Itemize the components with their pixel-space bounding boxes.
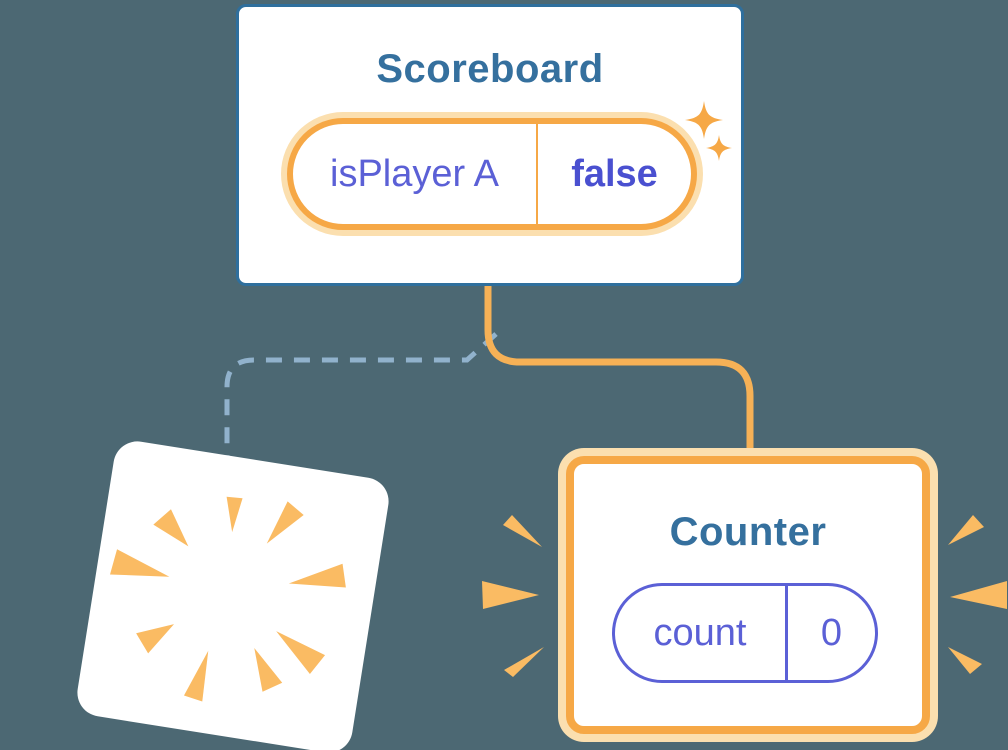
state-value: false xyxy=(571,152,658,195)
scoreboard-card: Scoreboard isPlayer A false xyxy=(236,4,744,286)
counter-state-pill: count 0 xyxy=(612,583,878,683)
state-name: count xyxy=(653,611,747,654)
scoreboard-state-pill: isPlayer A false xyxy=(287,118,697,230)
poof-burst-icon xyxy=(110,496,346,702)
emphasis-marks-icon xyxy=(948,515,1007,674)
state-name: isPlayer A xyxy=(330,152,499,195)
pill-divider xyxy=(536,124,538,224)
counter-title: Counter xyxy=(669,510,827,554)
pill-divider xyxy=(785,586,788,680)
destroyed-component-card xyxy=(73,437,393,750)
scoreboard-title: Scoreboard xyxy=(376,47,604,91)
emphasis-marks-icon xyxy=(482,515,544,677)
removed-branch-dashed-connector xyxy=(224,332,498,465)
state-value: 0 xyxy=(820,611,843,654)
preserved-branch-connector xyxy=(484,272,754,465)
sparkles-icon xyxy=(685,101,732,161)
counter-card: Counter count 0 xyxy=(566,456,930,734)
